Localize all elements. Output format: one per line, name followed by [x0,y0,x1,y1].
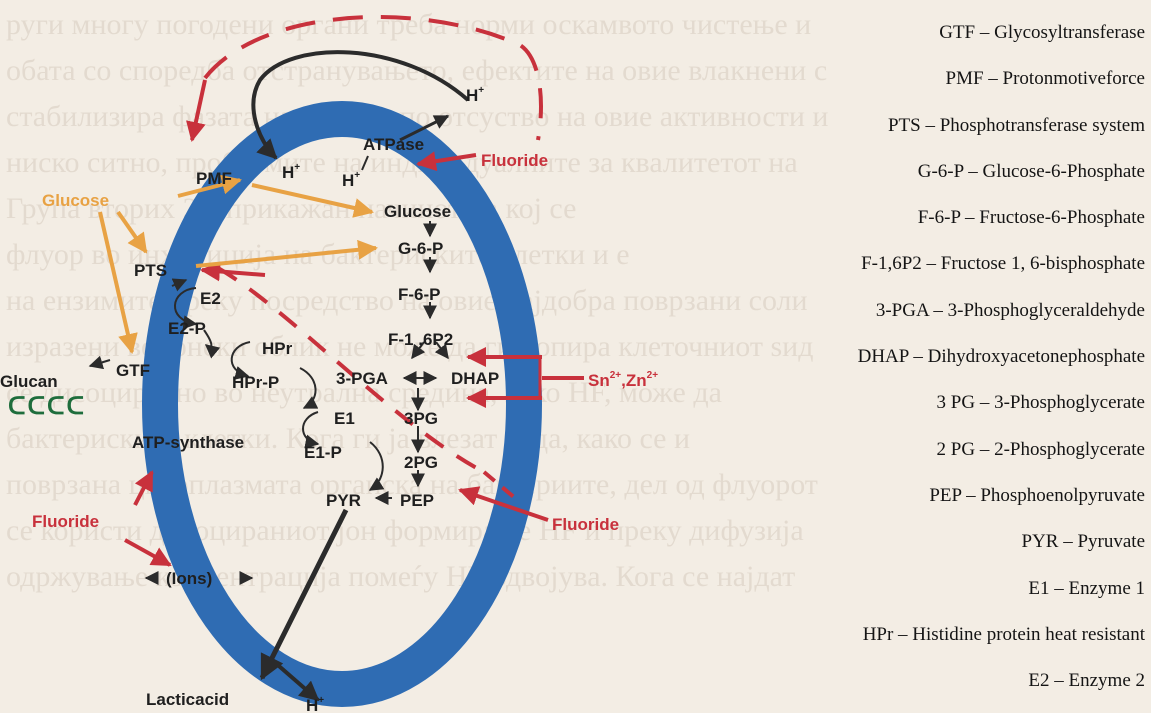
cycle-e2-to-hpr [203,329,221,359]
label-glucose-inner: Glucose [384,202,451,221]
label-atp-synthase: ATP-synthase [132,433,244,452]
legend-entry-hpr: HPr – Histidine protein heat resistant [862,623,1145,645]
arrow-proton-loop [251,50,470,160]
label-fluoride-right: Fluoride [552,515,619,534]
arrow-dashed-start-to-membrane [186,79,207,142]
dashed-diagonal-inner [216,266,481,472]
background-line: изразени во јонски облик не може да ги д… [6,330,814,363]
background-line: обата со споредба отстранувањето, ефекти… [6,54,828,87]
label-g6p: G-6-P [398,239,443,258]
legend-entry-3pga: 3-PGA – 3-Phosphoglyceraldehyde [875,299,1145,321]
arrow-atpase-out [399,114,450,142]
label-fluoride-left: Fluoride [32,512,99,531]
legend-entry-pmf: PMF – Protonmotiveforce [945,68,1146,90]
glucan-chain-icon: ᑕᑕᑕᑕ [8,393,86,420]
abbreviation-legend: GTF – Glycosyltransferase PMF – Protonmo… [715,10,1145,704]
arrow-glucose-to-gtf [98,211,138,354]
legend-entry-pep: PEP – Phosphoenolpyruvate [929,484,1145,506]
label-pts: PTS [134,261,167,280]
background-line: на ензимите преку посредство на овие нај… [6,284,808,317]
arrow-branch-proton [270,658,320,702]
dashed-arc-top [203,15,543,141]
arrow-pts-to-g6p [195,239,378,268]
legend-entry-f6p: F-6-P – Fructose-6-Phosphate [917,207,1145,229]
legend-entry-pyr: PYR – Pyruvate [1021,531,1146,553]
label-pep: PEP [400,491,434,510]
arrow-glucose-to-pmf [177,174,242,198]
label-proton-top: H+ [466,85,484,105]
arrow-pts-from-dashed [200,261,266,282]
cycle-hpr-to-e1 [299,367,319,409]
legend-entry-dhap: DHAP – Dihydroxyacetonephosphate [857,346,1145,368]
legend-entry-g6p: G-6-P – Glucose-6-Phosphate [917,160,1145,182]
cycle-e1-to-pep [368,441,385,491]
cell-membrane-ring [142,101,542,707]
label-glucan: Glucan [0,372,58,391]
label-2pg: 2PG [404,453,438,472]
label-dhap: DHAP [451,369,499,388]
label-atpase: ATPase [363,135,424,154]
background-line: бактериските клетки. Кога ги ја влезат в… [6,422,690,455]
legend-entry-f16p2: F-1,6P2 – Fructose 1, 6-bisphosphate [861,253,1145,275]
arrow-f16p2-branch-left [411,341,426,360]
cycle-e2-return [171,278,188,292]
arrow-pmf-to-glucose [251,183,374,218]
arrow-fluoride-left-to-atp [133,470,154,506]
legend-entry-gtf: GTF – Glycosyltransferase [939,22,1145,43]
cycle-e1 [302,411,320,449]
label-f6p: F-6-P [398,285,441,304]
label-pmf: PMF [196,169,232,188]
dashed-diagonal-end [482,470,517,500]
label-hpr: HPr [262,339,293,358]
background-line: се користи дисоцираниот јон формирање HF… [6,514,804,547]
legend-entry-e2: E2 – Enzyme 2 [1028,670,1145,692]
label-proton-bottom: H+ [306,695,324,713]
cycle-e2 [174,287,198,330]
arrow-fluoride-top [416,151,477,172]
label-metal-ions: Sn2+,Zn2+ [588,370,658,390]
cycle-hpr [230,341,251,380]
label-e1p: E1-P [304,443,342,462]
legend-entry-3pg: 3 PG – 3-Phosphoglycerate [936,392,1145,414]
background-line: руги многу погодени органи треба норми о… [6,8,812,41]
arrow-f16p2-branch-right [434,341,449,360]
label-pyr: PYR [326,491,361,510]
arrow-pyr-lactic [259,508,349,681]
arrow-fluoride-left-to-ions [124,538,172,567]
label-e2p: E2-P [168,319,206,338]
label-3pga: 3-PGA [336,369,388,388]
label-3pg: 3PG [404,409,438,428]
arrow-glucose-to-pts [116,210,148,254]
legend-entry-e1: E1 – Enzyme 1 [1028,577,1145,599]
label-hprp: HPr-P [232,373,279,392]
background-line: одржување концентрација помеѓу HF одвоју… [6,560,796,593]
label-fluoride-top: Fluoride [481,151,548,170]
label-e1: E1 [334,409,355,428]
label-gtf: GTF [116,361,150,380]
arrow-gtf-glucan [88,355,111,370]
arrow-atpase-in [361,155,369,171]
legend-entry-2pg: 2 PG – 2-Phosphoglycerate [936,438,1145,460]
label-lactic-acid: Lacticacid [146,690,229,709]
label-e2: E2 [200,289,221,308]
arrow-fluoride-right [458,486,549,522]
label-ions: (Ions) [166,569,212,588]
label-proton-inner: H+ [282,162,300,182]
label-glucose-outer: Glucose [42,191,109,210]
label-f16p2: F-1 ,6P2 [388,330,453,349]
label-proton-atpase: H+ [342,170,360,190]
background-line: се дисоцира, но во неутрална средина, ка… [6,376,722,409]
legend-entry-pts: PTS – Phosphotransferase system [887,114,1145,136]
